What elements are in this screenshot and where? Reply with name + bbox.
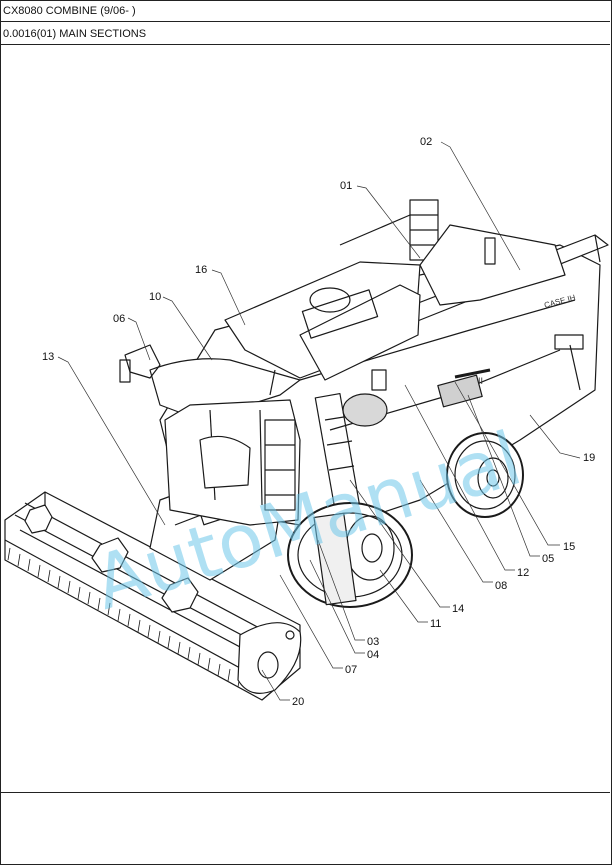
callout-07: 07	[345, 664, 357, 676]
callout-13: 13	[42, 351, 54, 363]
callout-12: 12	[517, 567, 529, 579]
combine-exploded-diagram: CASE IH II	[4, 136, 609, 708]
front-wheel	[287, 502, 413, 608]
callout-04: 04	[367, 649, 379, 661]
model-title: CX8080 COMBINE (9/06- )	[0, 0, 610, 22]
callout-10: 10	[149, 291, 161, 303]
rear-wheel	[446, 432, 524, 518]
callout-11: 11	[430, 618, 441, 630]
callout-02: 02	[420, 136, 432, 148]
callout-08: 08	[495, 580, 507, 592]
callout-03: 03	[367, 636, 379, 648]
callout-14: 14	[452, 603, 464, 615]
callout-16: 16	[195, 264, 207, 276]
footer-rule	[0, 792, 610, 793]
header-assembly	[4, 479, 302, 701]
callout-05: 05	[542, 553, 554, 565]
engine-deck	[309, 287, 388, 427]
callout-15: 15	[563, 541, 575, 553]
callout-20: 20	[292, 696, 304, 708]
svg-text:II: II	[478, 376, 483, 386]
callout-19: 19	[583, 452, 595, 464]
callout-06: 06	[113, 313, 125, 325]
section-title: 0.0016(01) MAIN SECTIONS	[0, 23, 610, 45]
callout-01: 01	[340, 180, 352, 192]
combine-body: CASE IH II	[119, 199, 609, 531]
